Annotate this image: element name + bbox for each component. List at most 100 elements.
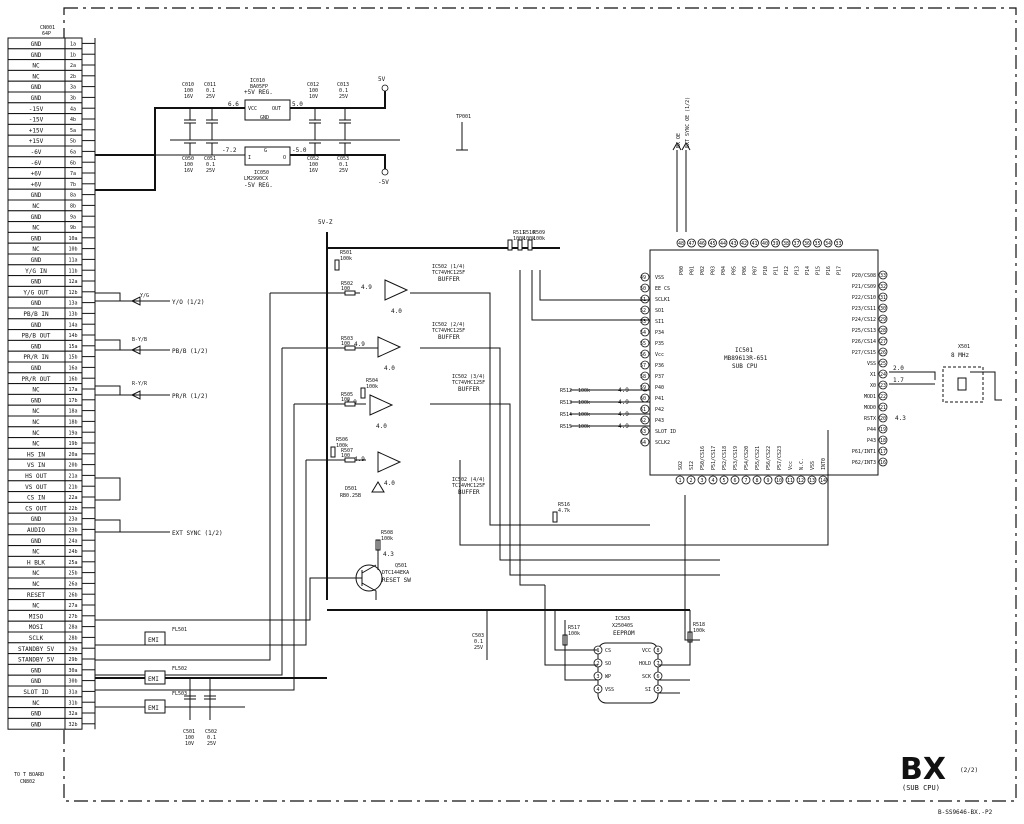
connector-pin-name: -6V (31, 149, 42, 156)
cpu-pin-left-num: 64 (640, 440, 646, 446)
cpu-pin-right-name: P62/INT3 (852, 460, 876, 466)
resistor-body (334, 259, 340, 271)
cpu-pin-bottom-num: 8 (755, 478, 758, 484)
cap-voltage: 16V (309, 168, 318, 174)
cpu-pin-left-num: 59 (640, 385, 646, 391)
cpu-pin-left-name: SI1 (655, 319, 664, 325)
cap-value: 0.1 (206, 162, 215, 168)
ic010-gnd: GND (260, 115, 269, 121)
resistor-ref: R508 (381, 530, 393, 536)
cpu-pin-right-name: P25/CS13 (852, 328, 876, 334)
cap-ref: C052 (307, 156, 319, 162)
cpu-pin-right-name: P61/INT1 (852, 449, 876, 455)
connector-pin-name: GND (31, 678, 42, 685)
connector-pin-number: 29a (68, 646, 77, 652)
buffer-v: 4.9 (361, 284, 372, 291)
cpu-pin-bottom-name: INT0 (821, 458, 827, 470)
cpu-pin-left-name: SCLK1 (655, 297, 670, 303)
connector-pin-number: 30a (68, 668, 77, 674)
cpu-pin-right (878, 435, 888, 445)
v-x0: 1.7 (893, 377, 904, 384)
cpu-pin-top-num: 38 (783, 241, 789, 247)
cpu-pin-right-num: 18 (880, 438, 886, 444)
cpu-pin-left (640, 349, 650, 359)
cpu-pin-left (640, 382, 650, 392)
resistor-value: 100k (340, 256, 352, 262)
reset-switch: 4.3 Q501 DTC144EKA RESET SW (95, 551, 411, 621)
connector-pin-number: 2a (70, 63, 76, 69)
connector-pin-number: 18a (68, 409, 77, 415)
cpu-pin-top-name: P03 (711, 266, 717, 275)
connector-pin-number: 1b (70, 52, 76, 58)
cap-ref: C013 (337, 82, 349, 88)
cpu-pin-top (750, 238, 759, 248)
cpu-pin-left-name: P43 (655, 418, 664, 424)
cpu-pin-right (878, 424, 888, 434)
connector-pin-name: AUDIO (27, 527, 45, 534)
cpu-pin-left (640, 272, 650, 282)
cpu-pin-left (640, 327, 650, 337)
cap-symbol (339, 128, 351, 155)
connector-pin-name: GND (31, 365, 42, 372)
connector-pin-name: GND (31, 322, 42, 329)
cpu-pin-top-name: P13 (795, 266, 801, 275)
connector-pin-number: 14a (68, 322, 77, 328)
c501-v1: 100 (185, 735, 194, 741)
eeprom-pin-right-name: VCC (642, 648, 651, 654)
cpu-pin-bottom-name: P57/CS23 (777, 446, 783, 470)
connector-pin-name: STANDBY 5V (18, 657, 55, 664)
buffer-desc: BUFFER (438, 276, 460, 283)
connector-pin-name: NC (32, 570, 40, 577)
resistor-body (507, 239, 513, 251)
cpu-pin-left-name: P41 (655, 396, 664, 402)
cap-value: 0.1 (339, 88, 348, 94)
connector-pin-number: 21a (68, 474, 77, 480)
ic050-vout: -5.0 (292, 147, 307, 154)
cpu-pin-bottom-name: P50/CS16 (700, 446, 706, 470)
connector-pin-name: NC (32, 387, 40, 394)
cpu-pin-bottom-name: P55/CS21 (755, 446, 761, 470)
cpu-pin-bottom-name: P54/CS20 (744, 446, 750, 470)
cap-value: 0.1 (206, 88, 215, 94)
c502-ref: C502 (205, 729, 217, 735)
board-subtitle: (SUB CPU) (902, 784, 940, 792)
cpu-pin-left-num: 50 (640, 286, 646, 292)
ic010-vin: 6.6 (228, 101, 239, 108)
connector-pin-number: 3b (70, 96, 76, 102)
connector-pin-name: +6V (31, 181, 42, 188)
eeprom-ref: IC503 (615, 616, 630, 622)
cpu-pin-right-name: P21/CS09 (852, 284, 876, 290)
cap-symbol (184, 128, 196, 155)
cpu-pin-right (878, 457, 888, 467)
connector-pin-name: NC (32, 203, 40, 210)
cpu-pin-right-name: P22/CS10 (852, 295, 876, 301)
cpu-pin-top-name: P04 (721, 266, 727, 275)
cpu-pin-right-name: P20/CS08 (852, 273, 876, 279)
routing (377, 270, 829, 694)
cpu-pin-left-num: 63 (640, 429, 646, 435)
connector-pin-number: 15a (68, 344, 77, 350)
cpu-pin-top (813, 238, 822, 248)
cap-symbol (339, 108, 351, 135)
resistor-ref: R517 (568, 625, 580, 631)
cap-voltage: 16V (184, 94, 193, 100)
connector-pin-number: 4b (70, 117, 76, 123)
cpu-pin-right-name: X0 (870, 383, 876, 389)
cpu-pin-bottom (818, 475, 828, 485)
ic010-vout: 5.0 (292, 101, 303, 108)
cpu-pin-bottom (774, 475, 784, 485)
cpu-pin-bottom-name: VSS (810, 461, 816, 470)
connector-pin-number: 4a (70, 106, 76, 112)
eeprom-pin-left-num: 1 (596, 648, 599, 654)
connector-pin-name: -6V (31, 160, 42, 167)
cpu-pin-left-name: P42 (655, 407, 664, 413)
cpu-pin-right (878, 380, 888, 390)
buffer-desc: BUFFER (458, 386, 480, 393)
cpu-ref: IC501 (735, 347, 753, 354)
connector-pin-number: 18b (68, 420, 77, 426)
connector-pin-number: 9b (70, 225, 76, 231)
minus5v-terminal (381, 168, 389, 176)
connector-pin-number: 32a (68, 711, 77, 717)
cap-value: 100 (184, 88, 193, 94)
c502-v2: 25V (207, 741, 216, 747)
